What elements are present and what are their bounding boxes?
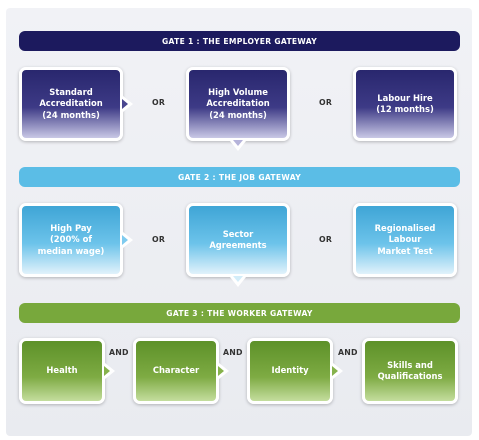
gate-3-requirement-skills-and-qualifications: Skills and Qualifications <box>362 338 458 404</box>
option-label: Labour Hire (12 months) <box>376 92 434 114</box>
option-label: Regionalised Labour Market Test <box>374 222 436 256</box>
gate-1-option-standard-accreditation: Standard Accreditation (24 months) <box>19 67 133 141</box>
gate-2-option-sector-agreements: Sector Agreements <box>186 203 290 287</box>
gate-3-requirement-health: Health <box>19 338 115 404</box>
gate-2-connector-1: OR <box>152 235 166 244</box>
gate-1-connector-2: OR <box>319 98 333 107</box>
gate-3-requirement-character: Character <box>133 338 229 404</box>
gate-1-option-labour-hire: Labour Hire (12 months) <box>353 67 457 141</box>
option-label: High Pay (200% of median wage) <box>37 222 105 256</box>
gate-1-connector-1: OR <box>152 98 166 107</box>
gate-3-requirement-identity: Identity <box>247 338 343 404</box>
gate-2-connector-2: OR <box>319 235 333 244</box>
gate-2-header: GATE 2 : THE JOB GATEWAY <box>19 167 460 187</box>
gate-2-option-regionalised-labour-market-test: Regionalised Labour Market Test <box>353 203 457 277</box>
gate-2-option-high-pay: High Pay (200% of median wage) <box>19 203 133 277</box>
requirement-label: Identity <box>271 365 309 376</box>
option-label: Standard Accreditation (24 months) <box>39 86 103 120</box>
gate-1-option-high-volume-accreditation: High Volume Accreditation (24 months) <box>186 67 290 151</box>
gate-3-connector-2: AND <box>223 348 243 357</box>
option-label: Sector Agreements <box>209 228 267 250</box>
requirement-label: Health <box>46 365 78 376</box>
requirement-label: Skills and Qualifications <box>377 359 443 381</box>
option-label: High Volume Accreditation (24 months) <box>206 86 270 120</box>
gate-3-connector-3: AND <box>338 348 358 357</box>
gate-3-connector-1: AND <box>109 348 129 357</box>
requirement-label: Character <box>152 365 200 376</box>
gate-1-header: GATE 1 : THE EMPLOYER GATEWAY <box>19 31 460 51</box>
gate-3-header: GATE 3 : THE WORKER GATEWAY <box>19 303 460 323</box>
